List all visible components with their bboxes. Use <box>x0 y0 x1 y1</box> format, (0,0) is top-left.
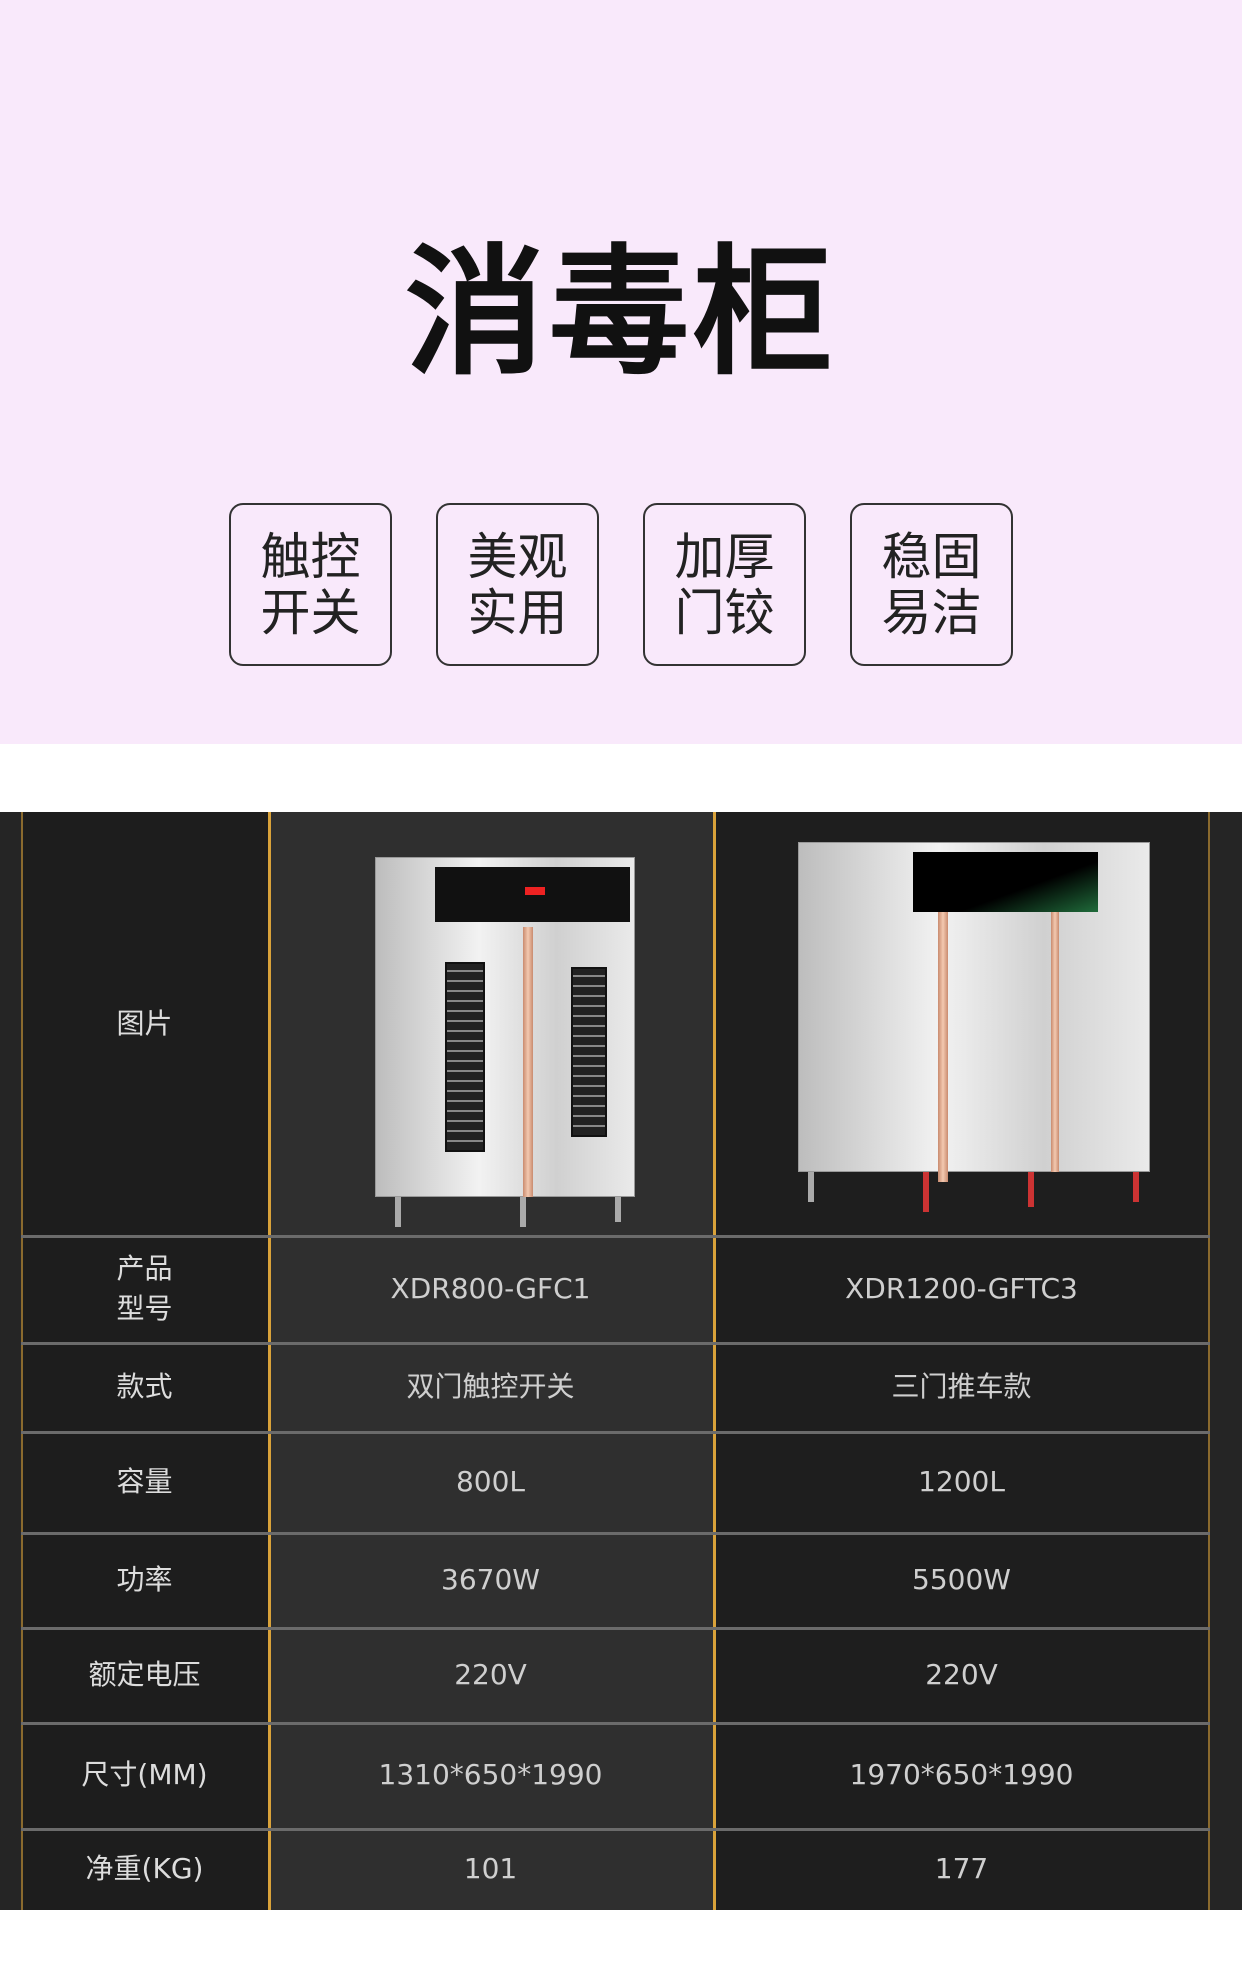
row-divider <box>21 1627 1210 1630</box>
model-2-style: 三门推车款 <box>891 1369 1032 1403</box>
product-image-xdr800 <box>375 842 645 1232</box>
model-1-power: 3670W <box>441 1562 540 1596</box>
row-divider <box>21 1828 1210 1831</box>
model-1-model: XDR800-GFC1 <box>390 1271 591 1305</box>
feature-badge-stable: 稳固易洁 <box>850 503 1013 666</box>
label-size: 尺寸(MM) <box>81 1758 208 1791</box>
product-image-xdr1200 <box>798 827 1158 1227</box>
label-power: 功率 <box>116 1562 173 1596</box>
feature-badge-design: 美观实用 <box>436 503 599 666</box>
label-text: 型号 <box>116 1291 173 1325</box>
badge-text: 实用 <box>467 583 568 642</box>
model-2-size: 1970*650*1990 <box>849 1758 1074 1791</box>
spec-table: 图片 产品型号 XDR800-GFC1 XDR1200-GFTC3 款式 双门触… <box>0 812 1242 1910</box>
badge-text: 开关 <box>260 583 361 642</box>
model-2-model: XDR1200-GFTC3 <box>845 1271 1078 1305</box>
label-voltage: 额定电压 <box>88 1657 201 1691</box>
model-1-style: 双门触控开关 <box>406 1369 575 1403</box>
model-2-power: 5500W <box>912 1562 1011 1596</box>
feature-badge-hinge: 加厚门铰 <box>643 503 806 666</box>
row-divider <box>21 1722 1210 1725</box>
row-divider <box>21 1235 1210 1238</box>
page-title: 消毒柜 <box>404 232 837 395</box>
badge-text: 稳固 <box>881 527 982 586</box>
row-divider <box>21 1342 1210 1345</box>
model-2-voltage: 220V <box>925 1657 998 1691</box>
badge-text: 加厚 <box>674 527 775 586</box>
model-2-capacity: 1200L <box>918 1464 1005 1498</box>
label-image: 图片 <box>116 1006 173 1040</box>
label-style: 款式 <box>116 1369 173 1403</box>
label-capacity: 容量 <box>116 1464 173 1498</box>
model-1-weight: 101 <box>463 1852 518 1885</box>
row-divider <box>21 1431 1210 1434</box>
badge-text: 易洁 <box>881 583 982 642</box>
model-1-capacity: 800L <box>455 1464 526 1498</box>
label-column <box>21 812 268 1910</box>
badge-text: 门铰 <box>674 583 775 642</box>
badge-text: 触控 <box>260 527 361 586</box>
label-text: 产品 <box>116 1251 173 1285</box>
label-weight: 净重(KG) <box>85 1852 204 1885</box>
hero-banner: 消毒柜 触控开关 美观实用 加厚门铰 稳固易洁 <box>0 0 1242 744</box>
model-2-weight: 177 <box>934 1852 989 1885</box>
model-1-voltage: 220V <box>454 1657 527 1691</box>
row-divider <box>21 1532 1210 1535</box>
feature-badge-touch: 触控开关 <box>229 503 392 666</box>
label-model: 产品型号 <box>21 1235 268 1342</box>
model-1-size: 1310*650*1990 <box>378 1758 603 1791</box>
badge-text: 美观 <box>467 527 568 586</box>
